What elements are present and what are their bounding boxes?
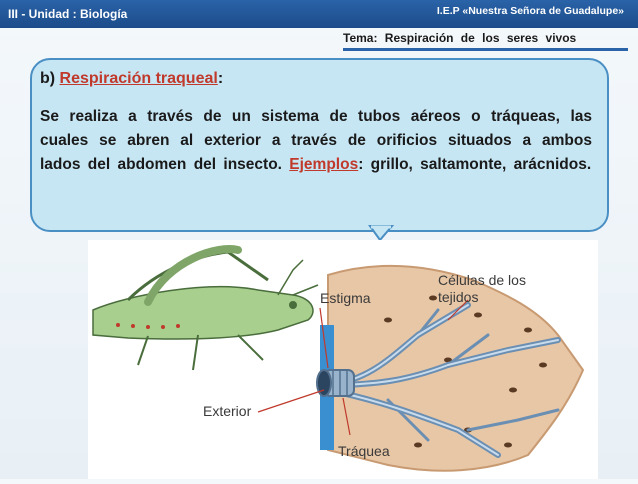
header-bar: III - Unidad : Biología I.E.P «Nuestra S… bbox=[0, 0, 638, 28]
examples-label: Ejemplos bbox=[289, 156, 359, 173]
trachea-label: Tráquea bbox=[338, 443, 390, 459]
trachea-illustration: Células de los tejidos Estigma Exterior … bbox=[88, 240, 598, 479]
description-paragraph: Se realiza a través de un sistema de tub… bbox=[40, 105, 592, 177]
illustration-svg bbox=[92, 245, 585, 472]
text-bubble bbox=[30, 58, 609, 232]
cell-dots bbox=[384, 295, 547, 448]
cells-label: Células de los tejidos bbox=[438, 272, 526, 305]
topic-underline bbox=[343, 48, 628, 51]
grasshopper-icon bbox=[92, 245, 319, 371]
para-before: Se realiza a través de un sistema de tub… bbox=[40, 108, 592, 173]
para-after: : grillo, saltamonte, arácnidos. bbox=[358, 156, 592, 173]
exterior-label: Exterior bbox=[203, 403, 252, 419]
heading-label: Respiración traqueal bbox=[59, 70, 218, 87]
stigma-label: Estigma bbox=[320, 290, 371, 306]
topic-title: Tema: Respiración de los seres vivos bbox=[343, 31, 577, 45]
heading-prefix: b) bbox=[40, 70, 60, 87]
unit-title: III - Unidad : Biología bbox=[8, 7, 128, 21]
stigma-tube bbox=[316, 369, 355, 397]
heading-suffix: : bbox=[217, 70, 224, 87]
leader-lines bbox=[257, 299, 469, 436]
school-name: I.E.P «Nuestra Señora de Guadalupe» bbox=[436, 5, 624, 17]
section-heading: b) Respiración traqueal: bbox=[40, 70, 223, 88]
